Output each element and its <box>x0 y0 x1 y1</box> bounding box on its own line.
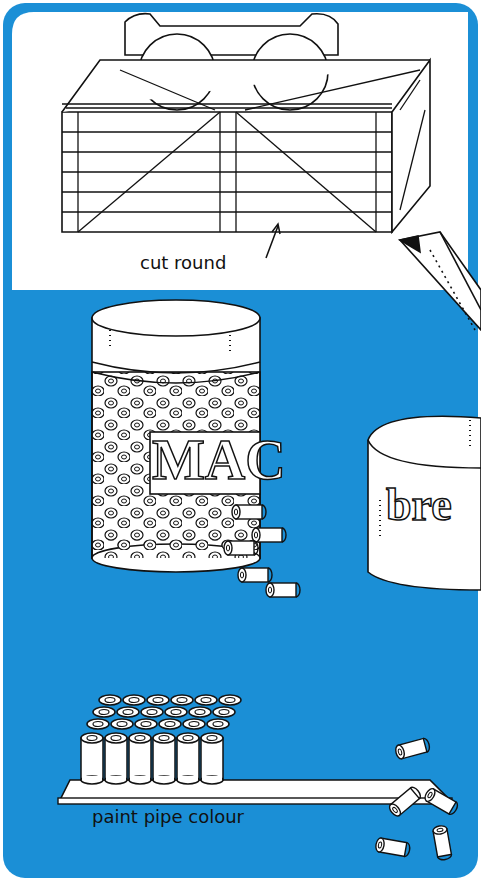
jar-label: bre <box>386 478 452 531</box>
instruction-label: paint pipe colour <box>92 806 244 827</box>
jar-label: MAC <box>152 428 286 492</box>
instruction-label: cut round <box>140 252 226 273</box>
